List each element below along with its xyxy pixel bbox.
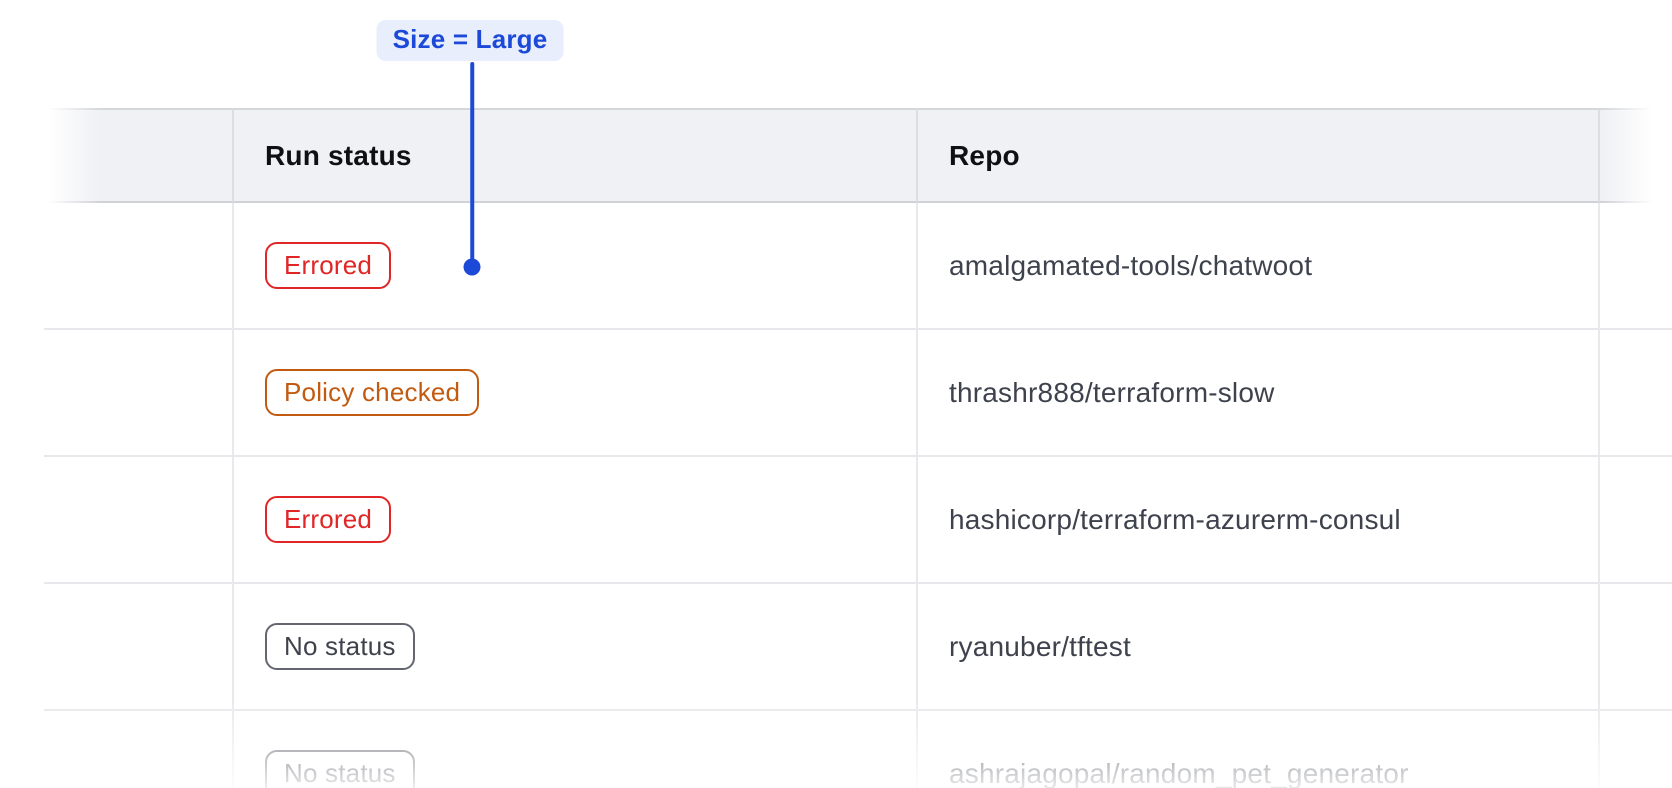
- size-annotation-label: Size = Large: [376, 20, 564, 61]
- cell-empty: [44, 330, 232, 457]
- column-header-label: Run status: [265, 139, 412, 171]
- cell-run-status: Errored: [232, 203, 916, 330]
- run-status-badge: No status: [265, 749, 415, 788]
- run-status-badge: Errored: [265, 241, 392, 290]
- cell-empty: [44, 584, 232, 711]
- cell-overflow: [1598, 584, 1672, 711]
- run-status-badge: Policy checked: [265, 368, 480, 417]
- cell-run-status: No status: [232, 584, 916, 711]
- cell-run-status: Errored: [232, 457, 916, 584]
- cell-empty: [44, 203, 232, 330]
- column-header-run-status: Run status: [232, 108, 916, 203]
- table-row[interactable]: No status ryanuber/tftest: [44, 584, 1672, 711]
- table-header-row: Run status Repo: [44, 108, 1672, 203]
- repo-name: ashrajagopal/random_pet_generator: [949, 757, 1409, 788]
- repo-name: hashicorp/terraform-azurerm-consul: [949, 503, 1401, 535]
- cell-run-status: No status: [232, 711, 916, 788]
- column-header-empty: [44, 108, 232, 203]
- cell-repo: amalgamated-tools/chatwoot: [916, 203, 1598, 330]
- cell-repo: ashrajagopal/random_pet_generator: [916, 711, 1598, 788]
- repo-name: ryanuber/tftest: [949, 630, 1131, 662]
- run-status-badge: No status: [265, 622, 415, 671]
- column-header-overflow: [1598, 108, 1672, 203]
- cell-repo: hashicorp/terraform-azurerm-consul: [916, 457, 1598, 584]
- cell-overflow: [1598, 711, 1672, 788]
- cell-empty: [44, 711, 232, 788]
- cell-repo: thrashr888/terraform-slow: [916, 330, 1598, 457]
- table-row[interactable]: Policy checked thrashr888/terraform-slow: [44, 330, 1672, 457]
- cell-overflow: [1598, 330, 1672, 457]
- column-header-repo: Repo: [916, 108, 1598, 203]
- run-status-badge: Errored: [265, 495, 392, 544]
- annotation-leader-line: [470, 62, 474, 261]
- annotation-dot: [463, 258, 481, 276]
- table-row[interactable]: Errored amalgamated-tools/chatwoot: [44, 203, 1672, 330]
- table-row[interactable]: Errored hashicorp/terraform-azurerm-cons…: [44, 457, 1672, 584]
- column-header-label: Repo: [949, 139, 1020, 171]
- repo-name: amalgamated-tools/chatwoot: [949, 249, 1313, 281]
- cell-run-status: Policy checked: [232, 330, 916, 457]
- cell-overflow: [1598, 457, 1672, 584]
- cell-overflow: [1598, 203, 1672, 330]
- table-row[interactable]: No status ashrajagopal/random_pet_genera…: [44, 711, 1672, 788]
- workspaces-table: Run status Repo Errored amalgamated-tool…: [44, 108, 1672, 788]
- cell-empty: [44, 457, 232, 584]
- repo-name: thrashr888/terraform-slow: [949, 376, 1275, 408]
- cell-repo: ryanuber/tftest: [916, 584, 1598, 711]
